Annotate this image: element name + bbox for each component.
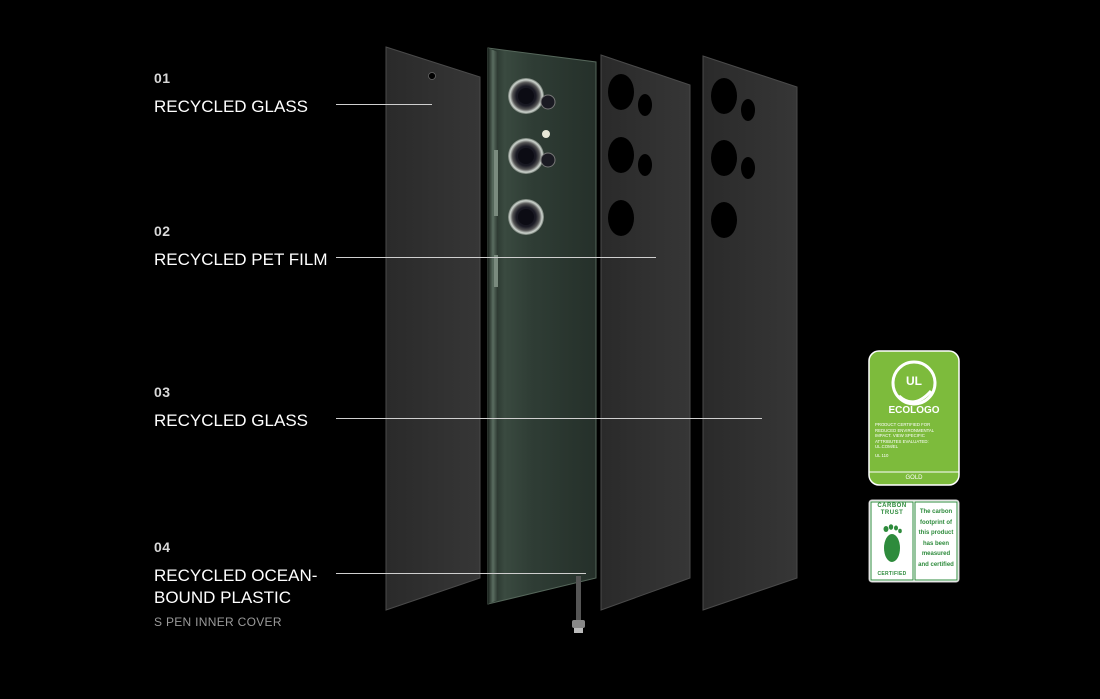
layer-label-02: 02 RECYCLED PET FILM [154, 223, 328, 271]
leader-line-04 [336, 573, 586, 574]
carbon-trust-statement: The carbon footprint of this product has… [915, 507, 957, 570]
ecologo-tier: GOLD [905, 475, 923, 481]
carbon-trust-title-line: CARBON [877, 503, 907, 509]
carbon-trust-certified: CERTIFIED [877, 571, 907, 577]
phone-body [487, 47, 597, 605]
layer-title-line2: BOUND PLASTIC [154, 588, 291, 607]
back-glass-panel [702, 55, 798, 611]
layer-title: RECYCLED GLASS [154, 411, 308, 430]
ecologo-claim-line: ATTRIBUTES EVALUATED: [875, 438, 929, 444]
layer-label-03: 03 RECYCLED GLASS [154, 384, 308, 432]
ul-mark: UL [906, 374, 922, 388]
carbon-trust-statement-line: and certified [918, 561, 954, 568]
carbon-trust-badge [868, 499, 960, 583]
layer-title-line1: RECYCLED OCEAN- [154, 566, 318, 585]
s-pen-tip [572, 576, 585, 633]
ecologo-claim: PRODUCT CERTIFIED FOR REDUCED ENVIRONMEN… [875, 422, 955, 458]
carbon-trust-title: CARBON TRUST [871, 503, 913, 517]
pet-film-panel [600, 54, 691, 611]
front-glass-panel [385, 46, 481, 611]
phone-side-frame [488, 48, 498, 604]
leader-line-03 [336, 418, 762, 419]
back-glass-camera-cutouts [711, 78, 755, 238]
front-camera-hole [428, 72, 436, 80]
layer-subtitle: S PEN INNER COVER [154, 615, 282, 629]
layer-title: RECYCLED OCEAN- BOUND PLASTIC [154, 565, 317, 609]
layer-number: 04 [154, 539, 171, 555]
ecologo-claim-line: IMPACT. VIEW SPECIFIC [875, 433, 925, 438]
ul-leaf-icon [891, 360, 937, 406]
layer-number: 01 [154, 70, 171, 86]
phone-camera-array [508, 78, 556, 235]
carbon-trust-statement-line: footprint of [920, 519, 952, 526]
ecologo-claim-line: REDUCED ENVIRONMENTAL [875, 427, 935, 433]
pet-film-camera-cutouts [608, 74, 652, 236]
carbon-trust-statement-line: this product [918, 530, 954, 536]
layer-title: RECYCLED GLASS [154, 97, 308, 116]
volume-button [494, 150, 498, 216]
layer-label-04: 04 RECYCLED OCEAN- BOUND PLASTIC S PEN I… [154, 539, 317, 629]
footprint-icon [883, 524, 902, 562]
power-button [494, 255, 498, 287]
carbon-trust-statement-line: The carbon [919, 509, 953, 515]
ecologo-name: ECOLOGO [888, 405, 940, 416]
leader-line-02 [336, 257, 656, 258]
carbon-trust-statement-line: has been [922, 540, 949, 547]
leader-line-01 [336, 104, 432, 105]
ecologo-badge [868, 350, 960, 486]
ecologo-code: UL 110 [875, 452, 889, 458]
layer-label-01: 01 RECYCLED GLASS [154, 70, 308, 118]
layer-number: 02 [154, 223, 171, 239]
carbon-trust-title-line: TRUST [880, 510, 904, 516]
carbon-trust-statement-line: measured [921, 551, 951, 557]
ecologo-claim-line: UL.COM/EL [875, 444, 899, 449]
layer-number: 03 [154, 384, 171, 400]
layer-title: RECYCLED PET FILM [154, 250, 328, 269]
ecologo-claim-line: PRODUCT CERTIFIED FOR [875, 422, 931, 427]
